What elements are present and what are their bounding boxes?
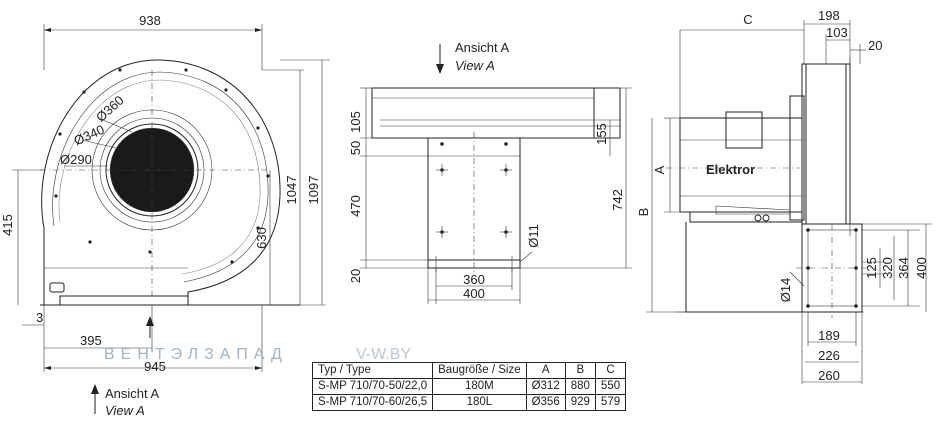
spec-cell-type: S-MP 710/70-60/26,5 <box>311 394 434 411</box>
front-width-bottom-label: 945 <box>144 359 166 374</box>
pedestal-height-label: 630 <box>254 227 269 249</box>
spec-header-a: A <box>525 362 566 379</box>
spec-cell-size: 180M <box>432 378 527 395</box>
view-a-title: Ansicht A <box>455 40 510 55</box>
front-view-arrow-label: Ansicht A <box>105 386 160 401</box>
spec-table-header-row: Typ / Type Baugröße / Size A B C <box>311 362 627 379</box>
view-a-dim-470: 470 <box>348 195 363 217</box>
view-a-title-en: View A <box>455 58 495 73</box>
side-dim-189: 189 <box>818 328 840 343</box>
spec-table-row: S-MP 710/70-60/26,5 180L Ø356 929 579 <box>311 394 627 411</box>
watermark-text: ВЕНТЭЛЗАПАД <box>104 346 288 363</box>
side-dim-400: 400 <box>914 257 929 279</box>
watermark-site: V-W.BY <box>356 346 411 363</box>
side-dim-a: A <box>652 165 667 174</box>
front-width-top-label: 938 <box>139 13 161 28</box>
side-dim-20: 20 <box>868 38 882 53</box>
spec-cell-size: 180L <box>432 394 527 411</box>
view-a-dim-20: 20 <box>348 269 363 283</box>
spec-cell-c: 579 <box>594 394 627 411</box>
side-dim-226: 226 <box>818 348 840 363</box>
side-dim-320: 320 <box>880 257 895 279</box>
spec-cell-a: Ø356 <box>525 394 566 411</box>
side-dim-b: B <box>636 208 651 217</box>
view-a-dim-50: 50 <box>348 141 363 155</box>
side-dim-198: 198 <box>818 8 840 23</box>
dia-290-label: Ø290 <box>60 152 92 167</box>
view-a-dim-400: 400 <box>463 286 485 301</box>
spec-table-row: S-MP 710/70-50/22,0 180M Ø312 880 550 <box>311 378 627 395</box>
spec-cell-c: 550 <box>594 378 627 395</box>
spec-cell-a: Ø312 <box>525 378 566 395</box>
view-a-dim-360: 360 <box>463 272 485 287</box>
side-dim-14: Ø14 <box>778 278 793 303</box>
spec-header-type: Typ / Type <box>311 362 434 379</box>
side-dim-260: 260 <box>818 368 840 383</box>
spec-header-b: B <box>564 362 596 379</box>
spec-cell-b: 880 <box>564 378 596 395</box>
spec-header-size: Baugröße / Size <box>432 362 527 379</box>
view-a-dim-105: 105 <box>348 111 363 133</box>
view-a: Ansicht A View A 105 50 <box>348 40 632 304</box>
offset-3-label: 3 <box>36 310 43 325</box>
spec-cell-type: S-MP 710/70-50/22,0 <box>311 378 434 395</box>
side-dim-125: 125 <box>864 257 879 279</box>
side-view: C 198 103 20 Elektror <box>636 8 932 384</box>
view-a-dim-742: 742 <box>610 189 625 211</box>
inlet-height-label: 415 <box>0 214 15 236</box>
side-dim-364: 364 <box>896 257 911 279</box>
motor-brand-label: Elektror <box>706 162 755 177</box>
side-dim-c: C <box>743 12 752 27</box>
front-view-arrow-label-en: View A <box>105 403 145 418</box>
spec-cell-b: 929 <box>564 394 596 411</box>
height-inner-label: 1047 <box>284 176 299 205</box>
offset-395-label: 395 <box>80 333 102 348</box>
view-a-dim-11: Ø11 <box>526 224 541 248</box>
side-dim-103: 103 <box>826 25 848 40</box>
spec-table: Typ / Type Baugröße / Size A B C S-MP 71… <box>311 362 627 411</box>
spec-header-c: C <box>594 362 627 379</box>
height-outer-label: 1097 <box>306 176 321 205</box>
view-a-dim-155: 155 <box>594 123 609 145</box>
